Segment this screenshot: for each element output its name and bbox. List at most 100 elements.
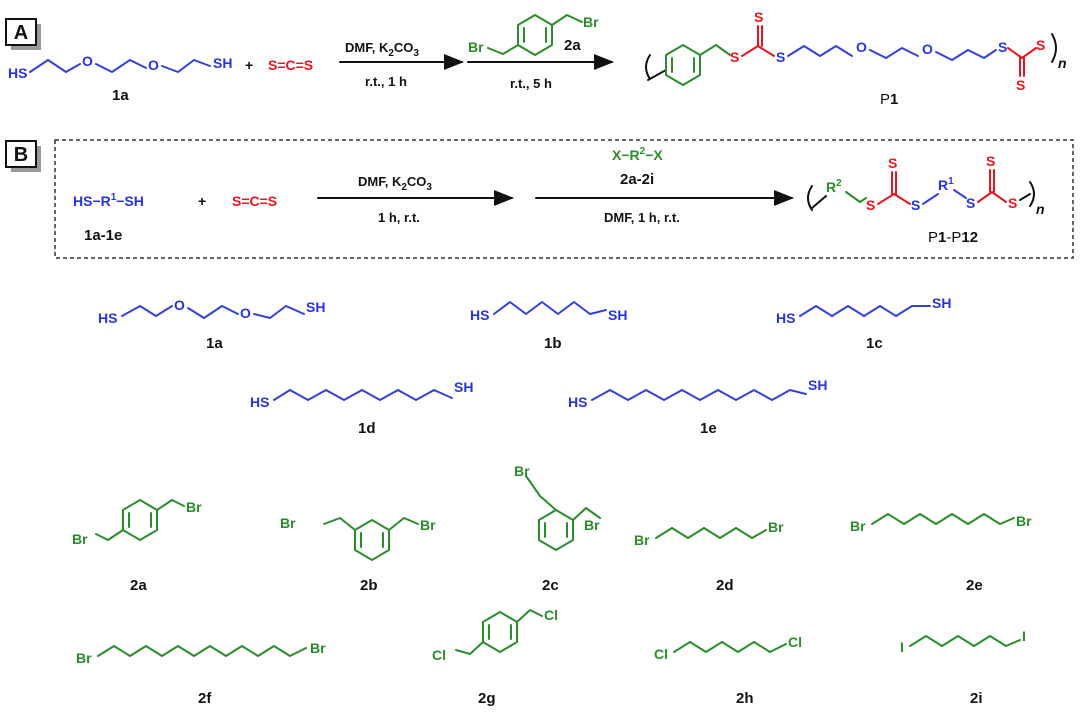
dithiol-1b: HS SH 1b: [470, 301, 627, 352]
d1c-sh: SH: [932, 295, 951, 311]
d2i-label: 2i: [970, 690, 983, 707]
cond-b2-bottom: DMF, 1 h, r.t.: [604, 210, 680, 225]
cond-a2-bottom: r.t., 5 h: [510, 76, 552, 91]
cond-b1-bottom: 1 h, r.t.: [378, 210, 420, 225]
d1d-hs: HS: [250, 394, 269, 410]
d2i-x2: I: [1022, 628, 1026, 644]
d1d-sh: SH: [454, 379, 473, 395]
d2c-x1: Br: [514, 463, 530, 479]
oxygen-2: O: [148, 57, 159, 73]
d1a-o1: O: [174, 297, 185, 313]
pg-s-5: S: [986, 153, 995, 169]
d2a-label: 2a: [130, 577, 147, 594]
dithiol-1e: HS SH 1e: [568, 377, 827, 437]
dithiol-1d: HS SH 1d: [250, 379, 473, 437]
d2g-x1: Cl: [432, 647, 446, 663]
dihalide-2g: Cl Cl 2g: [432, 607, 558, 707]
d1e-sh: SH: [808, 377, 827, 393]
d1a-sh: SH: [306, 299, 325, 315]
p1-s-5: S: [1016, 77, 1025, 93]
d1e-label: 1e: [700, 420, 717, 437]
panel-a-badge: [5, 18, 37, 46]
sh-right: SH: [213, 55, 232, 71]
d1b-hs: HS: [470, 307, 489, 323]
d2f-x2: Br: [310, 640, 326, 656]
reagent-2a-structure: Br Br 2a: [468, 14, 599, 56]
label-1a: 1a: [112, 87, 129, 104]
product-r2: R2: [826, 178, 842, 195]
pg-n: n: [1036, 201, 1045, 217]
d2b-x1: Br: [280, 515, 296, 531]
d1e-hs: HS: [568, 394, 587, 410]
panel-b-frame: [54, 139, 1074, 259]
d2e-x1: Br: [850, 518, 866, 534]
d2e-x2: Br: [1016, 513, 1032, 529]
d2c-x2: Br: [584, 517, 600, 533]
product-r1: R1: [938, 176, 954, 193]
plus-b: +: [198, 193, 206, 209]
dihalide-2e: Br Br 2e: [850, 513, 1032, 594]
cs2-a: S=C=S: [268, 57, 313, 73]
p1-s-1: S: [730, 49, 739, 65]
d1a-label: 1a: [206, 335, 223, 352]
dihalide-2c: Br Br 2c: [514, 463, 601, 594]
d2b-label: 2b: [360, 577, 378, 594]
dithiol-1a: HS O O SH 1a: [98, 297, 325, 352]
dihalide-2f: Br Br 2f: [76, 640, 326, 707]
panel-a-badge-text: A: [14, 22, 28, 44]
d2c-label: 2c: [542, 577, 559, 594]
hs-left: HS: [8, 65, 27, 81]
reagent-br-1: Br: [583, 14, 599, 30]
panel-a: A HS O O SH 1a + S=C=S DMF, K2CO3 r.t., …: [5, 9, 1067, 108]
d1c-label: 1c: [866, 335, 883, 352]
dihalide-2a: Br Br 2a: [72, 499, 202, 594]
d2d-label: 2d: [716, 577, 734, 594]
dithiol-label: 1a-1e: [84, 227, 122, 244]
p1-s-6: S: [1036, 37, 1045, 53]
cond-a1-bottom: r.t., 1 h: [365, 74, 407, 89]
p1-s-3: S: [776, 49, 785, 65]
dihalide-2h: Cl Cl 2h: [654, 634, 802, 707]
p1-o-2: O: [922, 41, 933, 57]
p1-s-4: S: [998, 39, 1007, 55]
pg-s-2: S: [888, 155, 897, 171]
d2b-x2: Br: [420, 517, 436, 533]
d1a-hs: HS: [98, 310, 117, 326]
dithiol-general: HS−R1−SH: [73, 192, 144, 209]
d2d-x1: Br: [634, 532, 650, 548]
d2g-label: 2g: [478, 690, 496, 707]
product-general: R2 S S S R1 S S S n P1-P12: [807, 153, 1045, 246]
d1b-sh: SH: [608, 307, 627, 323]
cond-b1-top: DMF, K2CO3: [358, 174, 432, 193]
p1-s-2: S: [754, 9, 763, 25]
dihalide-2d: Br Br 2d: [634, 519, 784, 594]
reagent-br-2: Br: [468, 39, 484, 55]
p1-label: P1: [880, 91, 898, 108]
panel-b-badge-text: B: [14, 144, 28, 166]
pg-s-1: S: [866, 197, 875, 213]
d1b-label: 1b: [544, 335, 562, 352]
d2h-x1: Cl: [654, 646, 668, 662]
d2i-x1: I: [900, 639, 904, 655]
d1a-o2: O: [240, 305, 251, 321]
pg-label: P1-P12: [928, 229, 978, 246]
pg-s-6: S: [1008, 195, 1017, 211]
dithiol-1c: HS SH 1c: [776, 295, 951, 352]
dihalide-2b: Br Br 2b: [280, 515, 436, 594]
d2f-x1: Br: [76, 650, 92, 666]
d2a-x2: Br: [186, 499, 202, 515]
cs2-b: S=C=S: [232, 193, 277, 209]
p1-o-1: O: [856, 39, 867, 55]
pg-s-3: S: [911, 197, 920, 213]
oxygen-1: O: [82, 53, 93, 69]
p1-n: n: [1058, 55, 1067, 71]
d2g-x2: Cl: [544, 607, 558, 623]
panel-b: B HS−R1−SH 1a-1e + S=C=S DMF, K2CO3 1 h,…: [5, 139, 1074, 259]
d2a-x1: Br: [72, 531, 88, 547]
product-p1: S S S O O S S S n P1: [645, 9, 1067, 108]
d2d-x2: Br: [768, 519, 784, 535]
d1c-hs: HS: [776, 310, 795, 326]
d2e-label: 2e: [966, 577, 983, 594]
reagent-label: 2a: [564, 37, 581, 54]
